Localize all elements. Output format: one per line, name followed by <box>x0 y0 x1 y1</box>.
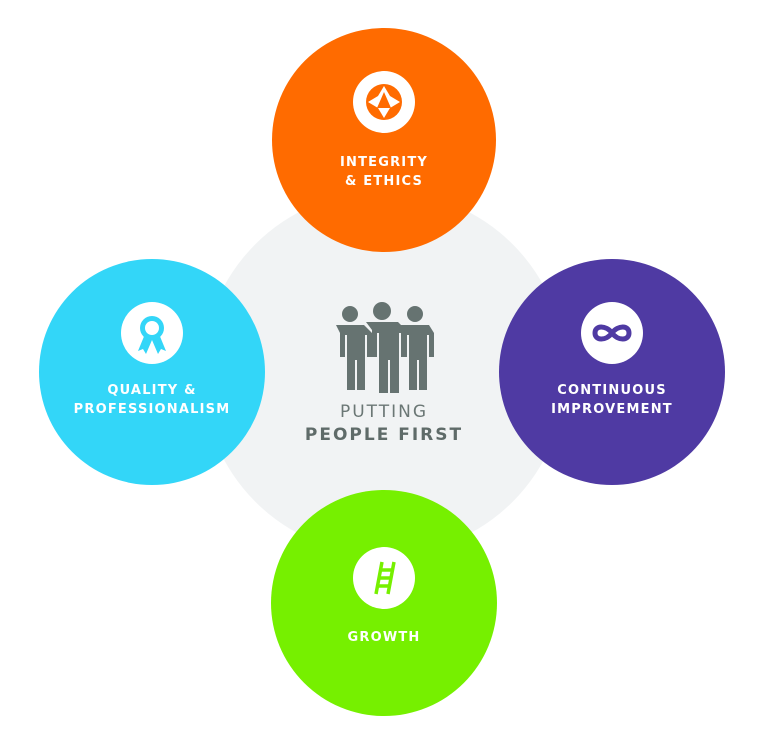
center-line2: PEOPLE FIRST <box>305 425 463 445</box>
center-line1: PUTTING <box>340 402 428 422</box>
integrity-line2: & ETHICS <box>345 174 423 189</box>
value-quality: QUALITY & PROFESSIONALISM <box>39 259 265 485</box>
compass-icon <box>366 84 402 120</box>
value-improvement: CONTINUOUS IMPROVEMENT <box>499 259 725 485</box>
quality-line2: PROFESSIONALISM <box>74 402 231 417</box>
growth-label: GROWTH <box>347 630 420 645</box>
integrity-line1: INTEGRITY <box>340 155 428 170</box>
award-ribbon-icon <box>138 316 166 354</box>
people-icon <box>336 302 434 393</box>
value-growth: GROWTH <box>271 490 497 716</box>
ladder-icon <box>374 561 396 595</box>
improvement-line1: CONTINUOUS <box>557 383 667 398</box>
value-integrity: INTEGRITY & ETHICS <box>272 28 496 252</box>
infinity-icon <box>592 324 632 342</box>
improvement-line2: IMPROVEMENT <box>551 402 673 417</box>
quality-line1: QUALITY & <box>107 383 196 398</box>
